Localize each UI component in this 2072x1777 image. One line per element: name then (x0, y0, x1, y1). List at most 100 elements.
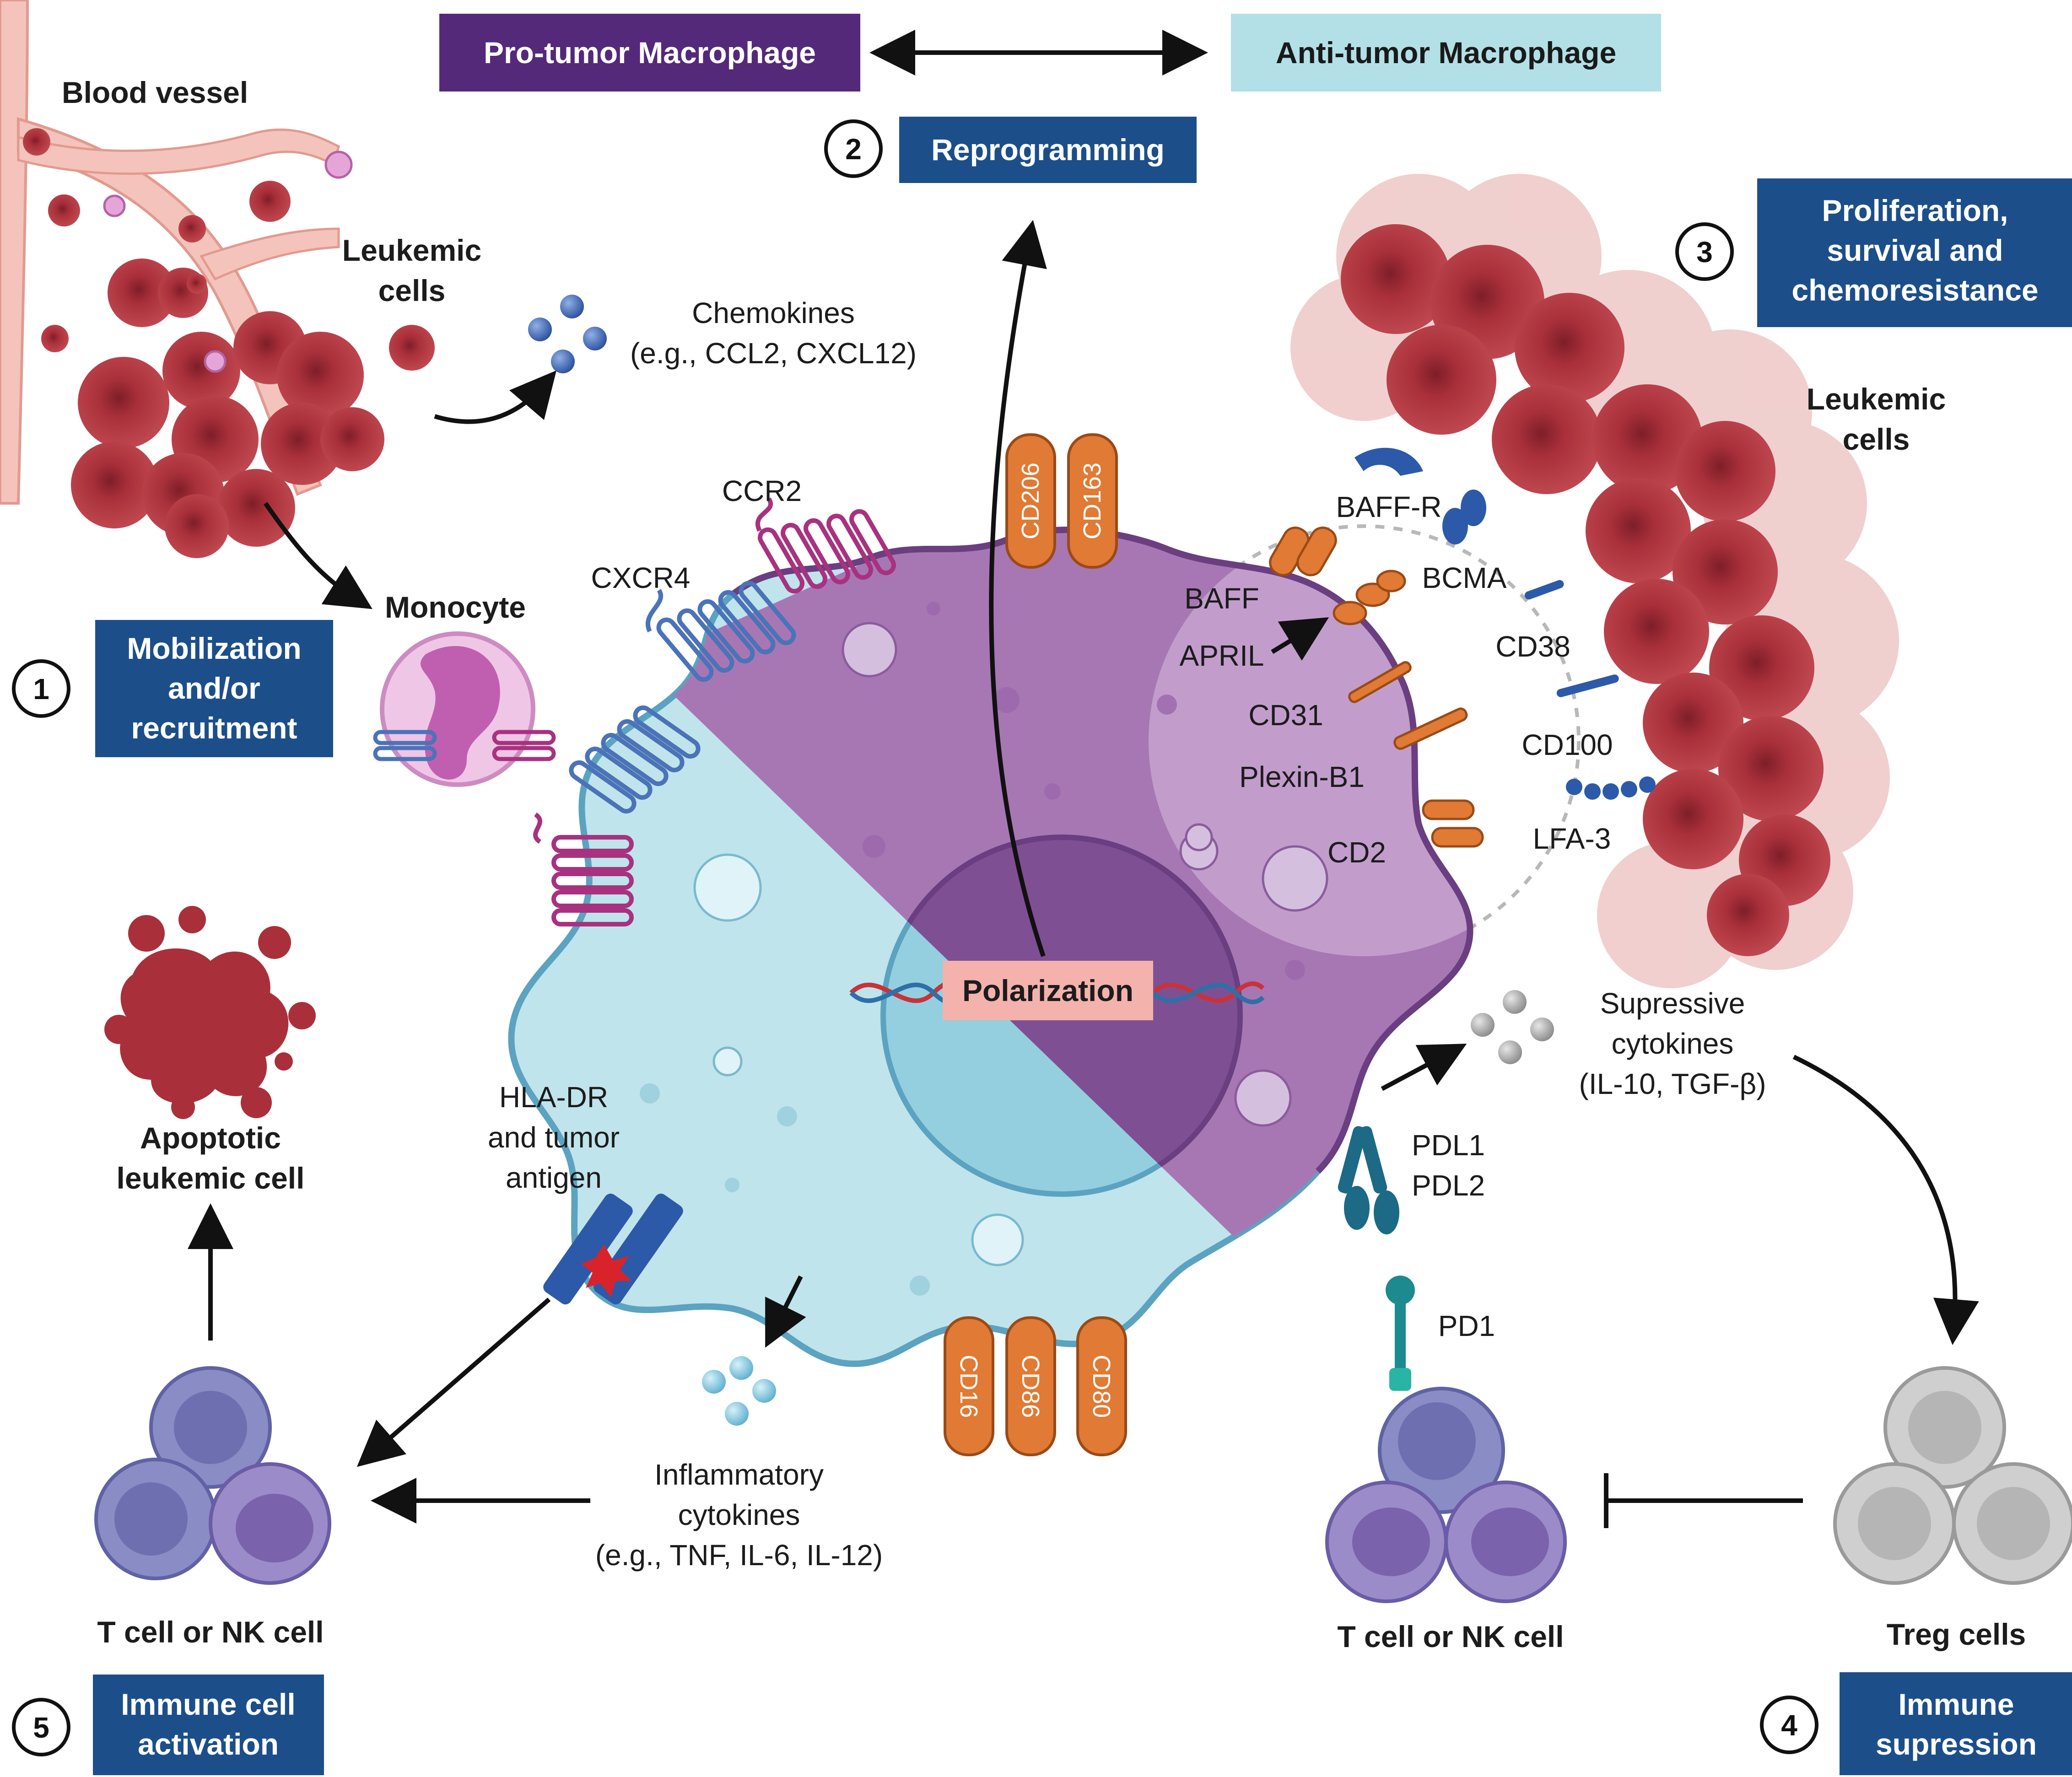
monocyte-label: Monocyte (385, 590, 526, 624)
step3-box (1757, 178, 2072, 327)
supp-label-2: cytokines (1612, 1027, 1734, 1060)
pdl2-label: PDL2 (1412, 1169, 1485, 1202)
ccr2-receptor-2 (533, 812, 634, 926)
step1-box (95, 620, 333, 757)
polarization-box (943, 961, 1153, 1020)
cd100-label: CD100 (1522, 728, 1613, 761)
hla-dr-receptor (543, 1193, 683, 1305)
apoptotic-label-1: Apoptotic (140, 1121, 281, 1155)
step3-line2: survival and (1827, 233, 2003, 267)
anti-tumor-box (1231, 14, 1661, 92)
step5-line2: activation (138, 1727, 279, 1761)
monocyte (373, 631, 556, 787)
baff-label: BAFF (1184, 582, 1259, 615)
cd38-label: CD38 (1495, 630, 1570, 663)
inflam-label-3: (e.g., TNF, IL-6, IL-12) (595, 1539, 883, 1572)
step1-line1: Mobilization (127, 631, 301, 665)
step4-line1: Immune (1898, 1687, 2014, 1721)
supp-to-treg-arrow (1792, 1055, 1979, 1345)
april-label: APRIL (1180, 639, 1264, 672)
supp-label-3: (IL-10, TGF-β) (1579, 1067, 1766, 1100)
arrows (188, 30, 1979, 1528)
tcell-cluster-left (94, 1366, 331, 1585)
leukemic-cluster-right (1290, 174, 1899, 988)
macrophage-to-inflam-arrow (765, 1275, 806, 1348)
cxcr4-label: CXCR4 (591, 561, 691, 594)
reprogramming-box (899, 117, 1197, 183)
polarization-to-reprogramming-arrow (989, 220, 1047, 957)
pro-tumor-label: Pro-tumor Macrophage (484, 36, 816, 70)
anti-tumor-label: Anti-tumor Macrophage (1276, 36, 1616, 70)
baffr-label: BAFF-R (1336, 490, 1441, 523)
bcma-label: BCMA (1422, 561, 1507, 594)
apoptotic-label-2: leukemic cell (117, 1161, 305, 1195)
step5-number: 5 (33, 1711, 49, 1744)
tcell-right-label: T cell or NK cell (1337, 1620, 1564, 1653)
cd86-label: CD86 (1017, 1355, 1044, 1418)
cd2-label: CD2 (1327, 836, 1386, 869)
blood-vessel-label: Blood vessel (62, 75, 248, 109)
step3-circle (1675, 222, 1734, 281)
vessel-to-monocyte-arrow (263, 502, 372, 609)
ccr2-receptor (755, 497, 896, 594)
ccr2-label: CCR2 (722, 474, 802, 507)
leukemic-cluster-top (23, 128, 435, 558)
leukemic-cells-top-label-1: Leukemic (342, 233, 481, 267)
supp-label-1: Supressive (1600, 987, 1745, 1020)
step2-circle (824, 119, 883, 178)
step4-circle (1760, 1696, 1818, 1754)
pd1-label: PD1 (1438, 1309, 1495, 1342)
treg-cluster (1833, 1366, 2072, 1585)
step1-line2: and/or (168, 671, 260, 705)
suppressive-beads (1471, 990, 1554, 1064)
leukemic-receptors (1354, 447, 1656, 800)
chemokines-label-2: (e.g., CCL2, CXCL12) (630, 337, 917, 370)
cd80-label: CD80 (1088, 1355, 1115, 1418)
cd163-label: CD163 (1079, 463, 1106, 539)
macrophage-ligands (1269, 526, 1484, 848)
leukemic-cells-top-label-2: cells (378, 274, 446, 307)
chemokines-label-1: Chemokines (692, 296, 855, 329)
cd16-label: CD16 (955, 1355, 982, 1418)
pdl-receptor (1338, 1126, 1399, 1234)
plexin-label: Plexin-B1 (1239, 760, 1365, 793)
pd1-receptor (1386, 1276, 1415, 1391)
step2-number: 2 (845, 133, 862, 166)
receptors-top (1005, 433, 1118, 569)
pro-tumor-box (439, 14, 860, 92)
hla-label-2: and tumor (488, 1121, 620, 1154)
leukemic-cells-right-label-1: Leukemic (1807, 382, 1946, 416)
step3-number: 3 (1696, 236, 1713, 269)
hla-to-tcell-arrow (356, 1298, 551, 1467)
tcell-left-label: T cell or NK cell (97, 1615, 324, 1649)
apoptotic-cell (104, 906, 316, 1119)
cd31-label: CD31 (1248, 699, 1323, 732)
treg-label: Treg cells (1887, 1617, 2026, 1651)
step1-number: 1 (33, 673, 49, 705)
receptors-bottom (944, 1316, 1127, 1456)
step3-line3: chemoresistance (1791, 273, 2038, 307)
polarization-label: Polarization (962, 974, 1133, 1007)
step5-circle (12, 1698, 70, 1756)
step4-line2: supression (1876, 1727, 2037, 1761)
inflam-label-1: Inflammatory (654, 1458, 824, 1491)
chemokine-beads (528, 295, 607, 373)
cxcr4-receptor (645, 581, 796, 682)
cd206-label: CD206 (1017, 463, 1044, 539)
leukemic-cells-right-label-2: cells (1843, 422, 1910, 456)
hla-label-3: antigen (506, 1161, 602, 1194)
dna-helix (849, 980, 1265, 1006)
hla-label-1: HLA-DR (499, 1081, 608, 1114)
reprogramming-label: Reprogramming (931, 133, 1165, 167)
step1-circle (12, 659, 70, 718)
inflam-label-2: cytokines (678, 1498, 800, 1531)
lfa3-label: LFA-3 (1533, 822, 1611, 855)
step4-box (1840, 1672, 2072, 1775)
leukemic-to-chemokine-arrow (434, 370, 557, 424)
macrophage-to-supp-arrow (1381, 1044, 1467, 1091)
blood-cells (103, 151, 353, 373)
step3-line1: Proliferation, (1822, 194, 2008, 227)
step5-line1: Immune cell (121, 1687, 295, 1721)
april-arrow (1271, 617, 1329, 661)
